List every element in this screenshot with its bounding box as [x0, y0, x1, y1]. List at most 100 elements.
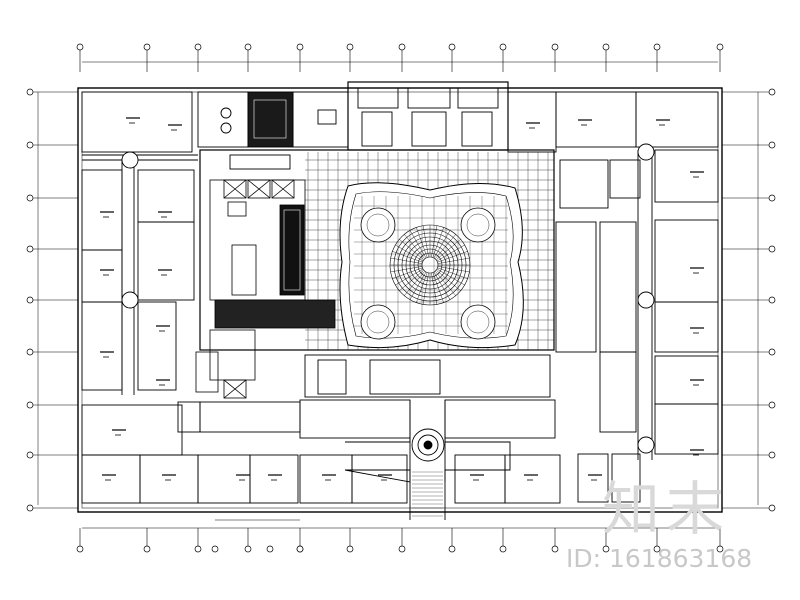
axis-bubble	[768, 401, 776, 409]
central-hall	[339, 182, 524, 349]
chandelier-ray	[404, 270, 426, 296]
axis-bubble	[26, 88, 34, 96]
axis-bubble	[143, 545, 151, 553]
axis-bubble	[602, 545, 610, 553]
chandelier-ray	[422, 225, 429, 258]
round-table	[460, 207, 496, 243]
round-tables	[360, 207, 496, 340]
axis-bubble	[26, 245, 34, 253]
round-table	[460, 304, 496, 340]
chandelier-ray	[395, 268, 424, 286]
axis-bubble	[296, 43, 304, 51]
column	[637, 143, 655, 161]
axis-bubble	[76, 43, 84, 51]
room-cell	[504, 454, 561, 504]
room-cell	[351, 454, 408, 504]
axis-bubble	[768, 141, 776, 149]
axis-bubble	[716, 43, 724, 51]
room-cell	[199, 401, 301, 433]
axis-bubble	[143, 43, 151, 51]
axis-bubble	[768, 245, 776, 253]
chandelier-ray	[434, 234, 456, 260]
chandelier-ray	[399, 269, 425, 291]
axis-bubble	[346, 43, 354, 51]
watermark-id: ID: 161863168	[566, 544, 753, 573]
chandelier-ray	[432, 227, 444, 258]
chandelier-ray	[437, 267, 468, 279]
dimension-lines	[37, 61, 759, 529]
axis-bubble	[653, 43, 661, 51]
room-cell	[177, 401, 201, 433]
axis-bubble	[398, 43, 406, 51]
round-table-inner	[466, 213, 490, 237]
chandelier-ray	[437, 266, 470, 273]
room-cell	[81, 454, 141, 504]
axis-bubble	[768, 348, 776, 356]
chandelier-ray	[431, 272, 438, 305]
round-table-inner	[366, 213, 390, 237]
chandelier-ray	[392, 251, 423, 263]
chandelier-ray	[434, 270, 456, 296]
room-cell	[249, 454, 299, 504]
axis-bubble	[768, 194, 776, 202]
service-core	[195, 179, 336, 399]
axis-bubble	[602, 43, 610, 51]
chandelier-ray	[404, 234, 426, 260]
chandelier-ray	[399, 239, 425, 261]
axis-bubble	[768, 296, 776, 304]
axis-bubble	[499, 43, 507, 51]
watermark-logo: 知末	[602, 475, 731, 543]
axis-bubbles	[26, 43, 776, 553]
axis-bubble	[244, 545, 252, 553]
axis-bubble	[768, 504, 776, 512]
column	[637, 436, 655, 454]
round-table-inner	[366, 310, 390, 334]
axis-bubble	[26, 296, 34, 304]
axis-bubble	[26, 401, 34, 409]
chandelier-ray	[390, 257, 423, 264]
top-feature-rooms	[197, 81, 509, 170]
axis-bubble	[26, 504, 34, 512]
column	[121, 291, 139, 309]
room-cell	[454, 454, 506, 504]
axis-bubble	[346, 545, 354, 553]
chandelier-ray	[436, 268, 465, 286]
chandelier-ray	[390, 266, 423, 273]
chandelier-ray	[435, 269, 461, 291]
chandelier-ray	[431, 225, 438, 258]
room-labels	[100, 117, 704, 481]
room-cell	[299, 454, 353, 504]
round-table	[360, 304, 396, 340]
axis-bubble	[551, 43, 559, 51]
chandelier-ray	[435, 239, 461, 261]
chandelier-ray	[433, 271, 451, 300]
chandelier-ray	[416, 227, 428, 258]
chandelier-ray	[395, 244, 424, 262]
round-table-inner	[466, 310, 490, 334]
right-wing-rooms	[507, 91, 719, 503]
column	[121, 151, 139, 169]
chandelier-ray	[437, 257, 470, 264]
axis-bubble	[211, 545, 219, 553]
axis-bubble	[244, 43, 252, 51]
chandelier-ray	[409, 230, 427, 259]
chandelier-ray	[392, 267, 423, 279]
round-table	[360, 207, 396, 243]
axis-bubble	[296, 545, 304, 553]
axis-bubble	[26, 194, 34, 202]
axis-bubble	[768, 88, 776, 96]
axis-bubble	[653, 545, 661, 553]
axis-bubble	[26, 451, 34, 459]
round-columns	[121, 143, 655, 454]
axis-bubble	[448, 545, 456, 553]
axis-bubble	[398, 545, 406, 553]
chandelier-ray	[409, 271, 427, 300]
axis-bubble	[194, 43, 202, 51]
axis-bubble	[716, 545, 724, 553]
axis-bubble	[26, 141, 34, 149]
axis-bubble	[448, 43, 456, 51]
axis-bubble	[26, 348, 34, 356]
axis-bubble	[768, 451, 776, 459]
column	[637, 291, 655, 309]
